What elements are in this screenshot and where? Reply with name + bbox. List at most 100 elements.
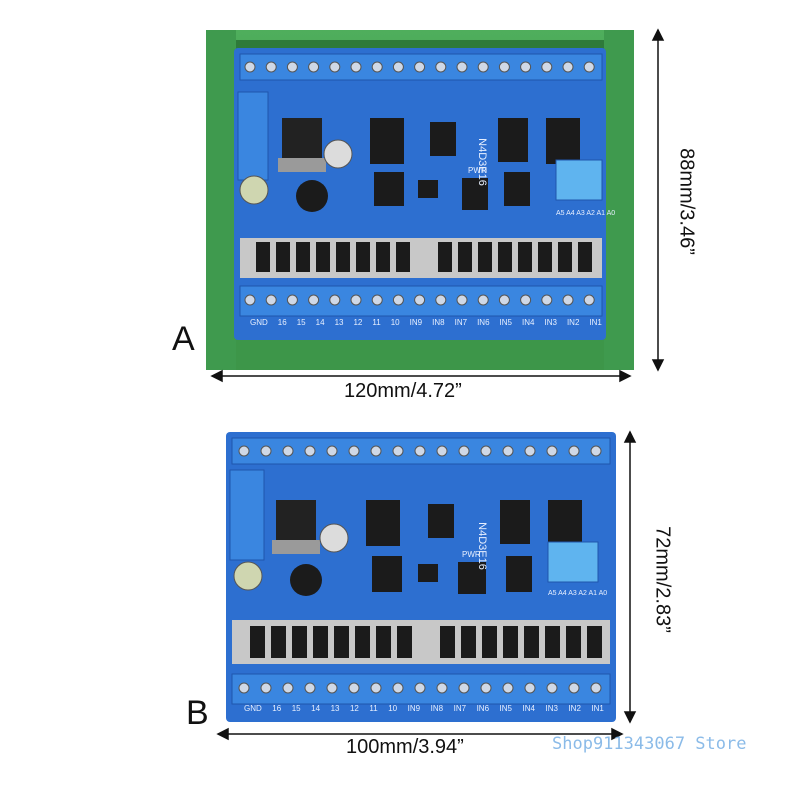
terminal-screw — [238, 682, 250, 694]
label-a: A — [172, 320, 195, 358]
terminal-screw — [329, 294, 341, 306]
terminal-screw — [392, 682, 404, 694]
terminal-screw — [568, 682, 580, 694]
terminal-screw — [392, 445, 404, 457]
terminal-screw — [546, 445, 558, 457]
terminal-screw — [520, 61, 532, 73]
terminal-screw — [350, 61, 362, 73]
dim-b-width: 100mm/3.94” — [346, 736, 464, 758]
optocoupler — [256, 242, 270, 272]
terminal-label: 12 — [353, 318, 363, 327]
terminal-screw — [414, 294, 426, 306]
terminal-screw — [370, 445, 382, 457]
terminal-screw — [583, 294, 595, 306]
terminal-screw — [244, 294, 256, 306]
terminal-screw — [498, 294, 510, 306]
optocoupler — [458, 242, 472, 272]
board-a-model: N4D3E16 — [475, 138, 488, 186]
terminal-screw — [435, 61, 447, 73]
terminal-label: 12 — [349, 704, 359, 713]
optocoupler — [396, 242, 410, 272]
optocoupler — [336, 242, 350, 272]
terminal-screw — [370, 682, 382, 694]
label-b: B — [186, 694, 209, 732]
terminal-screw — [304, 445, 316, 457]
terminal-screw — [348, 682, 360, 694]
terminal-screw — [502, 445, 514, 457]
terminal-label: 16 — [277, 318, 287, 327]
optocoupler — [566, 626, 581, 658]
terminal-label: 13 — [330, 704, 340, 713]
pcb-board-b — [226, 432, 616, 722]
terminal-screw — [304, 682, 316, 694]
dim-a-height: 88mm/3.46” — [675, 148, 698, 255]
optocoupler — [558, 242, 572, 272]
terminal-screw — [286, 294, 298, 306]
terminal-label: IN1 — [589, 318, 602, 327]
terminal-screw — [456, 61, 468, 73]
dimension-lines-a — [210, 28, 665, 383]
optocoupler — [376, 242, 390, 272]
terminal-label: 15 — [296, 318, 306, 327]
optocoupler — [356, 242, 370, 272]
terminal-screw — [308, 294, 320, 306]
board-a-addr-labels: A5 A4 A3 A2 A1 A0 — [556, 210, 616, 217]
optocoupler — [397, 626, 412, 658]
optocoupler — [498, 242, 512, 272]
terminal-screw — [435, 294, 447, 306]
terminal-screw — [414, 682, 426, 694]
terminal-screw — [436, 445, 448, 457]
optocoupler — [538, 242, 552, 272]
terminal-screw — [392, 61, 404, 73]
optocoupler — [482, 626, 497, 658]
terminal-screw — [371, 294, 383, 306]
optocoupler — [376, 626, 391, 658]
terminal-screw — [458, 445, 470, 457]
terminal-label: GND — [244, 704, 262, 713]
terminal-label: IN9 — [407, 704, 421, 713]
board-b-model: N4D3E16 — [475, 522, 488, 570]
terminal-screw — [568, 445, 580, 457]
terminal-label: IN5 — [499, 318, 512, 327]
terminal-label: IN7 — [454, 318, 468, 327]
terminal-label: IN5 — [499, 704, 512, 713]
optocoupler — [334, 626, 349, 658]
terminal-label: IN2 — [568, 704, 581, 713]
terminal-screw — [520, 294, 532, 306]
terminal-screw — [286, 61, 298, 73]
terminal-label: 11 — [369, 704, 378, 713]
terminal-screw — [392, 294, 404, 306]
optocoupler — [271, 626, 286, 658]
terminal-screw — [350, 294, 362, 306]
terminal-label: 13 — [334, 318, 344, 327]
terminal-screw — [456, 294, 468, 306]
terminal-label: 14 — [311, 704, 321, 713]
optocoupler — [478, 242, 492, 272]
terminal-screw — [260, 445, 272, 457]
terminal-label: IN8 — [430, 704, 444, 713]
optocoupler — [250, 626, 265, 658]
terminal-label: 11 — [372, 318, 381, 327]
terminal-screw — [541, 61, 553, 73]
terminal-screw — [480, 682, 492, 694]
terminal-label: IN4 — [522, 704, 535, 713]
terminal-label: IN6 — [477, 318, 490, 327]
terminal-screw — [562, 61, 574, 73]
optocoupler — [292, 626, 307, 658]
terminal-screw — [244, 61, 256, 73]
terminal-screw — [326, 445, 338, 457]
terminal-label: 16 — [272, 704, 282, 713]
terminal-label: IN6 — [476, 704, 490, 713]
optocoupler — [316, 242, 330, 272]
terminal-screw — [541, 294, 553, 306]
optocoupler — [518, 242, 532, 272]
terminal-screw — [348, 445, 360, 457]
terminal-screw — [414, 61, 426, 73]
board-b-pwr: PWR — [462, 550, 481, 559]
terminal-label: IN9 — [409, 318, 423, 327]
terminal-screw — [265, 294, 277, 306]
terminal-screw — [265, 61, 277, 73]
